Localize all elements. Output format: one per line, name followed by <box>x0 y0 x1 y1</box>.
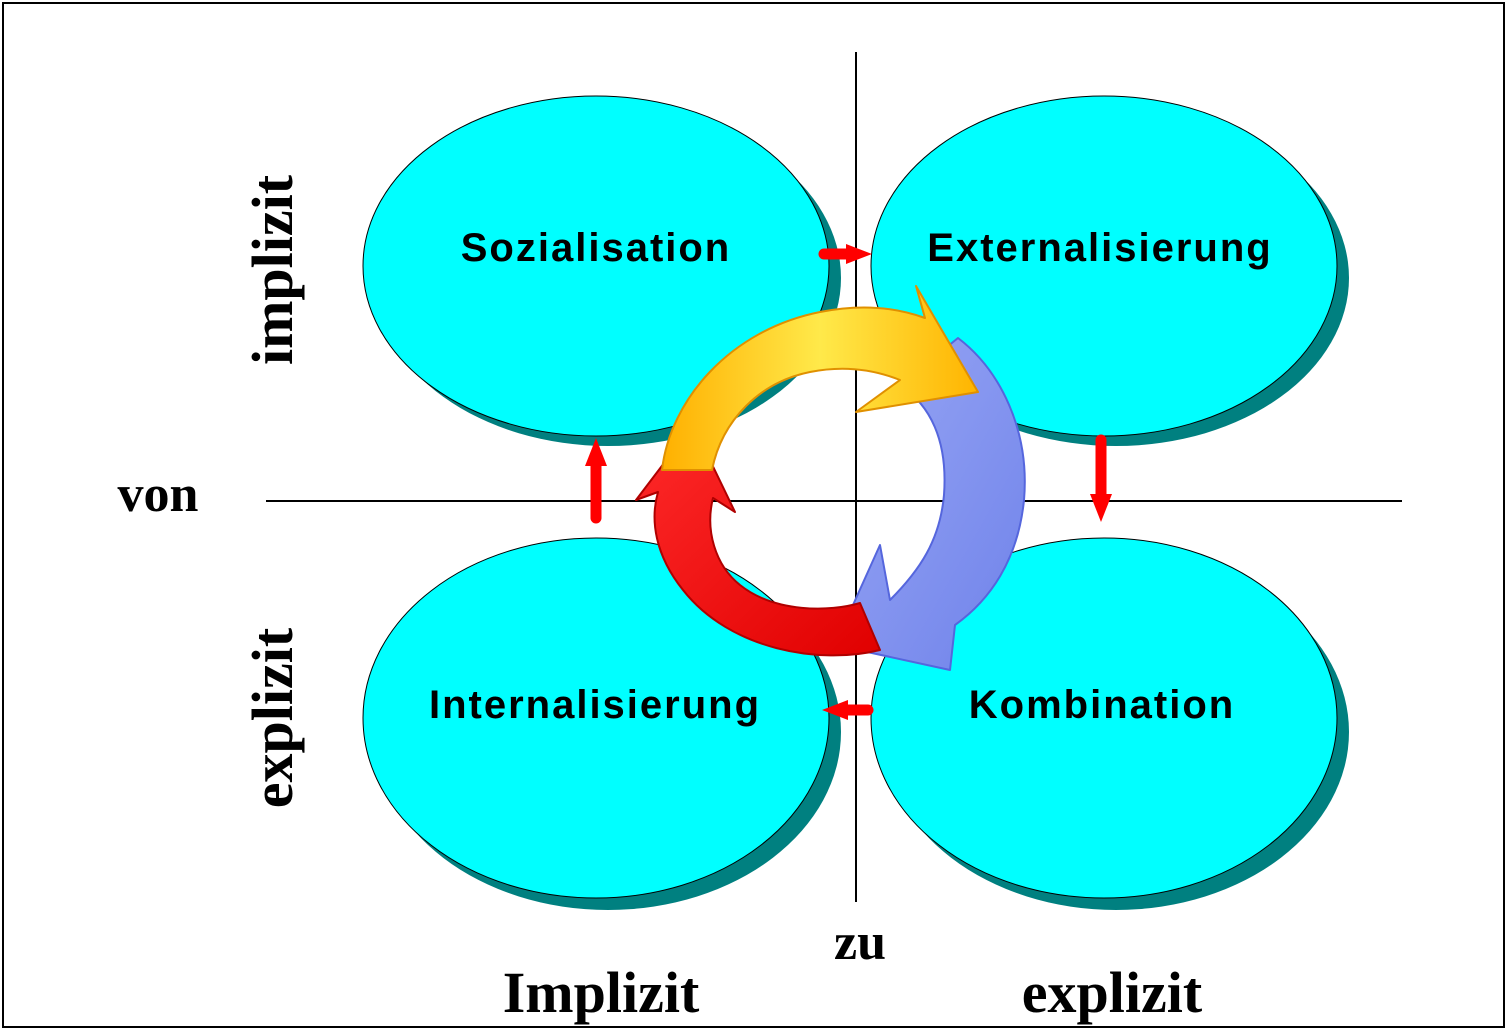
label-kombination: Kombination <box>969 683 1235 727</box>
ellipse-bottom-right <box>870 537 1349 910</box>
arrow-externalization-to-combination <box>1090 434 1112 522</box>
label-von: von <box>118 466 199 523</box>
cycle-arrow-blue <box>834 337 1026 671</box>
label-vertical-implizit: implizit <box>240 174 305 365</box>
cycle-arrow-red <box>635 424 881 657</box>
arrow-internalization-to-socialization <box>585 438 607 524</box>
label-zu: zu <box>834 914 886 971</box>
cycle-arrow-yellow <box>661 285 979 471</box>
cycle-arrows <box>635 285 1026 671</box>
arrow-combination-to-internalization <box>822 700 874 720</box>
label-internalisierung: Internalisierung <box>429 683 761 727</box>
ellipse-body <box>362 537 830 899</box>
ellipse-body <box>870 537 1338 899</box>
label-sozialisation: Sozialisation <box>461 226 732 270</box>
ellipse-top-right <box>870 95 1349 446</box>
ellipse-body <box>362 95 830 437</box>
arrow-socialization-to-externalization <box>818 244 872 264</box>
label-externalisierung: Externalisierung <box>927 226 1272 270</box>
ellipse-bottom-left <box>362 537 841 910</box>
label-horizontal-explizit: explizit <box>1022 960 1203 1025</box>
label-vertical-explizit: explizit <box>240 627 305 808</box>
label-horizontal-implizit: Implizit <box>503 960 700 1025</box>
